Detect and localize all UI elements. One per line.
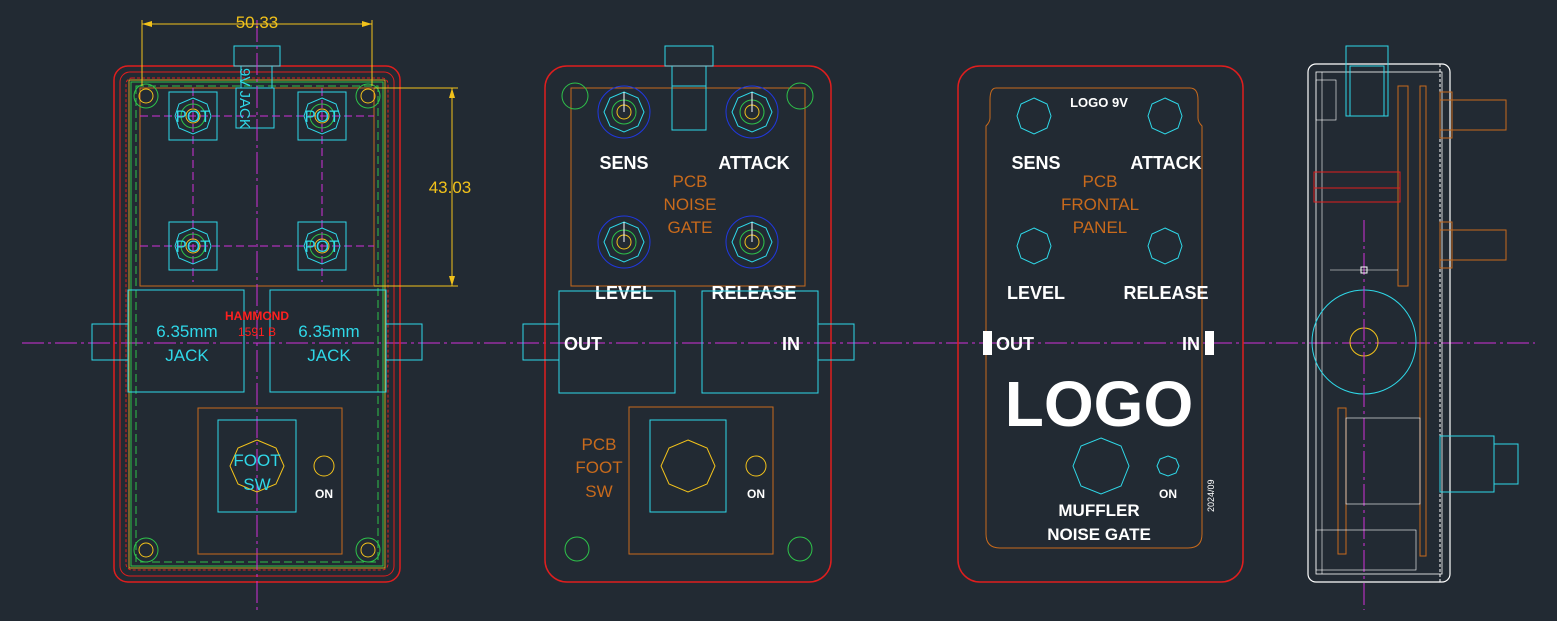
pot-attack <box>725 85 779 139</box>
panel-label-attack: ATTACK <box>1130 153 1201 173</box>
pcb-label-2: NOISE <box>664 195 717 214</box>
jack-left-nut <box>91 323 129 361</box>
panel-led <box>1156 455 1180 477</box>
pot-label-3: POT <box>176 237 211 256</box>
label-in: IN <box>782 334 800 354</box>
label-sens: SENS <box>599 153 648 173</box>
foot-pcb-label-2: FOOT <box>575 458 622 477</box>
panel-label-out: OUT <box>996 334 1034 354</box>
logo-9v-label: LOGO 9V <box>1070 95 1128 110</box>
side-jack-section <box>1313 171 1401 203</box>
panel-pcb-label-2: FRONTAL <box>1061 195 1139 214</box>
led-ring <box>745 455 767 477</box>
jack-right-body <box>269 289 387 393</box>
view-front-panel: LOGO 9V SENS ATTACK PCB FRONTAL PANEL LE… <box>957 65 1244 583</box>
label-release: RELEASE <box>711 283 796 303</box>
panel-graphic-outline <box>985 87 1203 549</box>
pot-level <box>597 215 651 269</box>
jack-in-nut <box>817 323 855 361</box>
panel-name-2: NOISE GATE <box>1047 525 1151 544</box>
panel-label-sens: SENS <box>1011 153 1060 173</box>
panel-label-release: RELEASE <box>1123 283 1208 303</box>
pcb-label-1: PCB <box>673 172 708 191</box>
panel-enclosure <box>957 65 1244 583</box>
jack-right-label: JACK <box>307 346 351 365</box>
pot-label-2: POT <box>305 107 340 126</box>
noise-gate-pcb <box>570 87 806 287</box>
pot-label-1: POT <box>176 107 211 126</box>
label-out: OUT <box>564 334 602 354</box>
dimension-height: 43.03 <box>429 178 472 197</box>
side-pcb-top <box>1397 85 1409 287</box>
pcb-view-enclosure <box>544 65 832 583</box>
pot-bottom-left <box>168 221 218 271</box>
jack-left-size: 6.35mm <box>156 322 217 341</box>
pot-label-4: POT <box>305 237 340 256</box>
panel-logo: LOGO <box>1005 368 1193 440</box>
side-footswitch <box>1439 435 1495 493</box>
side-dc-jack <box>1345 45 1389 117</box>
panel-label-level: LEVEL <box>1007 283 1065 303</box>
panel-name-1: MUFFLER <box>1058 501 1139 520</box>
label-attack: ATTACK <box>718 153 789 173</box>
corner-screws <box>133 83 381 563</box>
panel-label-in: IN <box>1182 334 1200 354</box>
view-side-section <box>1307 45 1519 610</box>
panel-pcb-label-3: PANEL <box>1073 218 1128 237</box>
dc-jack-top <box>671 85 707 131</box>
hammond-label: HAMMOND <box>225 309 289 323</box>
jack-in-body <box>701 290 819 394</box>
view-pcb-layout: SENS ATTACK PCB NOISE GATE LEVEL RELEASE… <box>522 45 855 583</box>
pcb-label-3: GATE <box>667 218 712 237</box>
led-label: ON <box>315 487 333 501</box>
jack-out-nut <box>522 323 560 361</box>
footswitch-pcb <box>628 406 774 555</box>
jack-right-size: 6.35mm <box>298 322 359 341</box>
dimension-width: 50.33 <box>236 13 279 32</box>
foot-pcb-label-1: PCB <box>582 435 617 454</box>
footswitch-body <box>649 419 727 513</box>
side-pcb-bottom <box>1337 407 1347 555</box>
jack-left-body <box>127 289 245 393</box>
footswitch-body <box>217 419 297 513</box>
foot-pcb-label-3: SW <box>585 482 612 501</box>
pot-sens <box>597 85 651 139</box>
pot-top-left <box>168 91 218 141</box>
footswitch-nut <box>660 439 716 493</box>
dc-jack-label: 9V JACK <box>236 68 253 129</box>
panel-date: 2024/09 <box>1206 479 1216 512</box>
panel-footswitch <box>1072 437 1130 495</box>
dc-jack-plug-top <box>664 45 714 67</box>
side-panel-strip <box>1419 85 1427 557</box>
panel-led-label: ON <box>1159 487 1177 501</box>
label-level: LEVEL <box>595 283 653 303</box>
footswitch-nut <box>229 439 285 493</box>
footswitch-pcb <box>197 407 343 555</box>
pot-release <box>725 215 779 269</box>
side-enclosure <box>1307 63 1451 583</box>
pot-bottom-right <box>297 221 347 271</box>
footswitch-label-1: FOOT <box>233 451 280 470</box>
pot-top-right <box>297 91 347 141</box>
led-ring <box>313 455 335 477</box>
dc-jack-body <box>235 87 275 129</box>
footswitch-label-2: SW <box>243 475 270 494</box>
view-enclosure-layout: POT POT POT POT 9V JACK 6.35mm JACK 6.35… <box>91 13 472 610</box>
jack-right-nut <box>385 323 423 361</box>
jack-left-label: JACK <box>165 346 209 365</box>
led-label: ON <box>747 487 765 501</box>
panel-pcb-label-1: PCB <box>1083 172 1118 191</box>
hammond-model: 1591 B <box>238 325 276 339</box>
